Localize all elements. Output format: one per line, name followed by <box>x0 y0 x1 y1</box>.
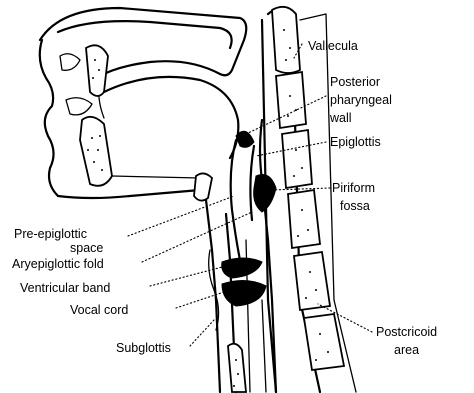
label-piriform-fossa-line2: fossa <box>340 199 370 213</box>
label-ventricular-band: Ventricular band <box>20 281 110 295</box>
label-posterior-pharyngeal-wall-line1: Posterior <box>330 75 380 89</box>
epiglottis-tip <box>236 131 254 147</box>
ventricular-band-shade <box>222 258 262 278</box>
label-piriform-fossa-line1: Piriform <box>332 181 375 195</box>
label-vallecula: Vallecula <box>308 39 358 53</box>
label-postcricoid-area-line1: Postcricoid <box>376 325 437 339</box>
label-epiglottis: Epiglottis <box>330 135 381 149</box>
label-posterior-pharyngeal-wall-line3: wall <box>329 111 352 125</box>
vocal-cord-shade <box>222 280 266 306</box>
jaw-bones <box>80 45 112 185</box>
label-pre-epiglottic-space-line1: Pre-epiglottic <box>14 227 87 241</box>
hyoid-bone <box>194 173 212 200</box>
palate-and-nasal-region <box>40 8 247 196</box>
label-vocal-cord: Vocal cord <box>70 303 128 317</box>
label-postcricoid-area-line2: area <box>394 343 419 357</box>
label-pre-epiglottic-space-line2: space <box>70 241 103 255</box>
label-posterior-pharyngeal-wall-line2: pharyngeal <box>330 93 392 107</box>
piriform-fossa-shade <box>254 175 276 213</box>
label-subglottis: Subglottis <box>116 341 171 355</box>
label-aryepiglottic-fold: Aryepiglottic fold <box>12 257 104 271</box>
